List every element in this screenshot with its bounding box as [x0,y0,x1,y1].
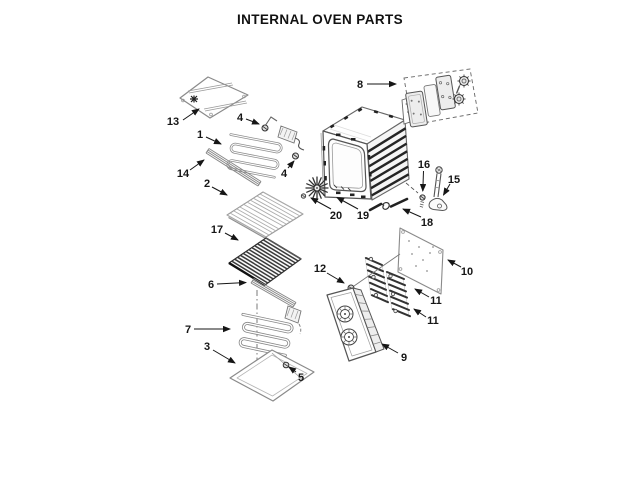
fan-opening-upper [336,305,354,323]
fan-blades [305,176,329,200]
callout-20: 20 [310,197,342,222]
roll-out-rack [228,237,302,287]
callout-10-label: 10 [461,266,473,278]
callout-17-label: 17 [211,224,223,236]
callout-15: 15 [442,174,460,196]
callout-16-label: 16 [418,159,430,171]
fan-cover-panel [326,287,385,362]
oven-rack-wires [226,191,304,238]
callout-20-label: 20 [330,210,342,222]
cavity-vent-slats [367,127,410,197]
oven-light-assembly [403,68,479,128]
callout-2-label: 2 [204,178,210,190]
callout-4-lower: 4 [281,160,295,180]
louver-slats-upper [365,257,389,304]
callout-13-label: 13 [167,116,179,128]
louver-panels [353,253,411,318]
callout-7-label: 7 [185,324,191,336]
callout-11-lower: 11 [413,308,439,327]
fan-opening-lower [340,328,358,346]
bottom-panel [229,349,315,402]
burner-mark-icon [190,95,198,103]
callout-1-label: 1 [197,129,203,141]
page-title: INTERNAL OVEN PARTS [236,12,404,27]
top-panel [179,76,249,119]
callout-13: 13 [167,108,200,128]
rack-support-lower [250,278,297,381]
callout-12-label: 12 [314,263,326,275]
callout-18-label: 18 [421,217,433,229]
sensor-wire [368,197,409,212]
callout-4-upper: 4 [237,112,260,125]
back-panel [397,227,444,295]
callout-9: 9 [381,343,407,364]
oven-rack [226,191,304,241]
convection-fan [300,176,329,200]
louver-slats-lower [386,271,411,318]
light-bulb-lower [452,92,466,106]
callout-2: 2 [204,178,228,196]
callout-17: 17 [211,224,239,241]
light-gasket [423,84,441,117]
rack-support-left [205,148,262,187]
broil-element [226,116,305,179]
mounting-axis-line [353,253,401,287]
fan-hub-screw [300,193,307,199]
light-lens [405,90,428,128]
callout-6: 6 [208,279,247,291]
callout-10: 10 [447,259,473,278]
callout-11-upper: 11 [414,288,442,307]
callout-6-label: 6 [208,279,214,291]
latch-assembly-line [405,182,419,194]
light-bulb-upper [457,74,471,88]
screw-16 [419,194,426,208]
light-bracket [435,74,456,111]
callout-7: 7 [185,324,231,336]
callout-3-label: 3 [204,341,210,353]
bake-element [238,305,302,357]
callout-14: 14 [177,159,205,180]
callout-5: 5 [288,366,304,384]
callout-3: 3 [204,341,236,364]
door-latch [428,166,448,212]
callout-12: 12 [314,263,345,284]
callout-19-label: 19 [357,210,369,222]
callout-11-upper-label: 11 [430,295,442,307]
callout-9-label: 9 [401,352,407,364]
screw-4-upper [261,124,269,132]
screw-5 [282,361,290,369]
callout-8-label: 8 [357,79,363,91]
callout-8: 8 [357,79,397,91]
oven-cavity-box [320,96,414,201]
callout-14-label: 14 [177,168,190,180]
callout-18: 18 [402,208,433,229]
callout-11-lower-label: 11 [427,315,439,327]
cavity-clip-marks [322,107,394,199]
callout-19: 19 [336,197,369,222]
screw-4-lower [292,152,299,160]
callout-16: 16 [418,159,430,192]
cavity-opening [327,138,367,193]
callout-1: 1 [197,129,222,145]
callout-4-upper-label: 4 [237,112,244,124]
callout-4-lower-label: 4 [281,168,288,180]
callout-5-label: 5 [298,372,304,384]
callout-15-label: 15 [448,174,460,186]
